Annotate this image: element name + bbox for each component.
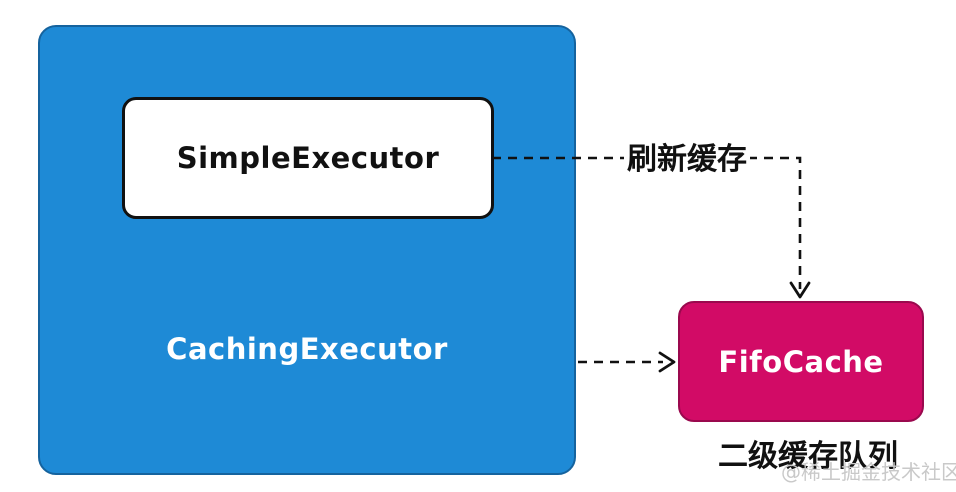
caching-executor-box: SimpleExecutor CachingExecutor (38, 25, 576, 475)
refresh-cache-edge-label: 刷新缓存 (624, 141, 750, 179)
simple-executor-box: SimpleExecutor (122, 97, 494, 219)
caching-executor-label: CachingExecutor (166, 332, 448, 366)
arrowhead-right-icon (658, 351, 676, 373)
fifo-cache-label: FifoCache (718, 344, 884, 379)
fifo-cache-box: FifoCache (678, 301, 924, 422)
simple-executor-label: SimpleExecutor (176, 141, 440, 175)
watermark-text: @稀土掘金技术社区 (781, 460, 956, 484)
arrowhead-down-icon (789, 281, 811, 299)
fifo-cache-caption: 二级缓存队列 (718, 439, 898, 474)
